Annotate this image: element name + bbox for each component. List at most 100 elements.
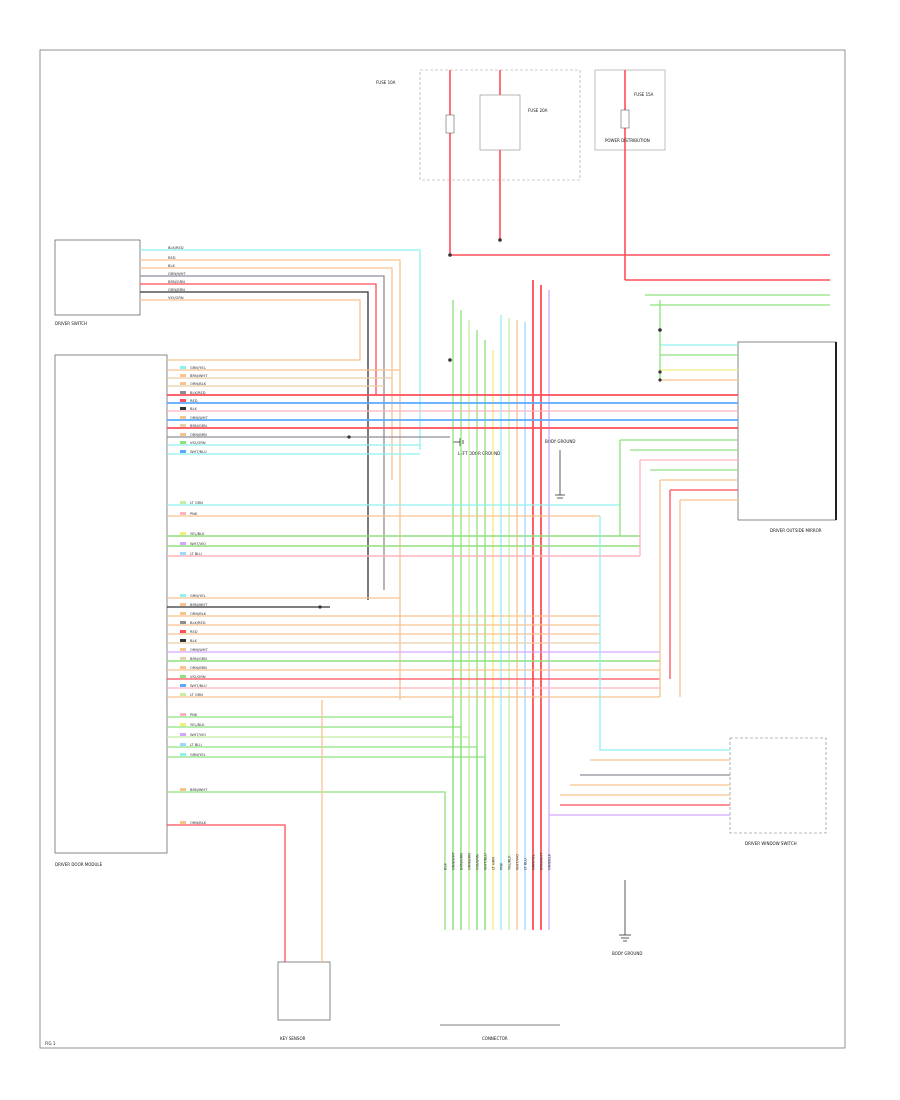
ground-left-symbol xyxy=(453,438,464,446)
ground-top-symbol xyxy=(555,450,565,499)
wire-tag: BRN/WHT xyxy=(190,788,208,792)
wire-tag: BLK xyxy=(444,863,448,870)
key-sensor: KEY SENSOR xyxy=(277,961,331,1041)
wire-tag: YEL/BLK xyxy=(508,855,512,870)
wire-color-swatch xyxy=(180,657,186,660)
wire-color-swatch xyxy=(180,621,186,624)
wire-tag: WHT/VIO xyxy=(190,733,206,737)
wire-color-swatch xyxy=(180,542,186,545)
wire-tag: BLK/RED xyxy=(190,621,206,625)
wire-tag: BRN/WHT xyxy=(190,603,208,607)
wire-color-swatch xyxy=(180,501,186,504)
fuse-far-right-caption: FUSE 15A xyxy=(634,92,654,97)
wire-color-swatch xyxy=(180,391,186,394)
fuse-far-right-symbol xyxy=(620,70,630,280)
wire-tag: WHT/BLU xyxy=(190,450,207,454)
wire-tag: GRN/YEL xyxy=(190,366,206,370)
ground-left-caption: LEFT DOOR GROUND xyxy=(458,451,500,456)
wire-color-swatch xyxy=(180,743,186,746)
wire-tag: WHT/VIO xyxy=(516,854,520,870)
driver-window-switch-box xyxy=(729,737,827,834)
driver-switch-caption: DRIVER SWITCH xyxy=(55,321,87,326)
wire-tag: LT GRN xyxy=(492,857,496,870)
wire-tag: RED xyxy=(190,399,198,403)
ground-top-caption: BODY GROUND xyxy=(545,439,575,444)
wire-tag: VIO/GRN xyxy=(190,675,206,679)
connector-bottom-caption: CONNECTOR xyxy=(482,1036,508,1041)
wire-tag: VIO/GRN xyxy=(476,854,480,870)
wire-tag: ORN/WHT xyxy=(190,648,208,652)
wire-color-swatch xyxy=(180,366,186,369)
wire-tag: LT BLU xyxy=(524,858,528,870)
driver-outside-mirror-box xyxy=(737,341,837,521)
wire-color-swatch xyxy=(180,788,186,791)
wire-tag: BRN/GRN xyxy=(190,424,207,428)
wire-color-swatch xyxy=(180,594,186,597)
wire-color-swatch xyxy=(180,821,186,824)
wire-tag: ORN/WHT xyxy=(452,852,456,870)
wire-color-swatch xyxy=(180,382,186,385)
driver-door-module: DRIVER DOOR MODULE xyxy=(54,354,168,867)
wire-color-swatch xyxy=(180,675,186,678)
ground-bottom-symbol xyxy=(619,880,631,942)
wire-tag: LT GRN xyxy=(190,501,203,505)
wire-color-swatch xyxy=(180,441,186,444)
figure-code: FIG 1 xyxy=(45,1041,56,1046)
wire-tag: ORN/BRN xyxy=(468,853,472,870)
wire-tag: BRN/GRN xyxy=(190,657,207,661)
wire-tag: ORN/BRN xyxy=(190,433,207,437)
wire-tag: WHT/BLU xyxy=(484,853,488,870)
wire-tag: BRN/GRN xyxy=(460,853,464,870)
wire-color-swatch xyxy=(180,603,186,606)
wire-color-swatch xyxy=(180,512,186,515)
wire-tag: ORN/BLK xyxy=(190,821,207,825)
wire-tag: ORN/WHT xyxy=(168,272,186,276)
relay-inner-box xyxy=(479,94,521,151)
wire-tag: WHT/BLU xyxy=(190,684,207,688)
wire-tag: PNK xyxy=(190,713,198,717)
wire-tag: PNK xyxy=(190,512,198,516)
wire-color-swatch xyxy=(180,666,186,669)
wire-color-swatch xyxy=(180,753,186,756)
wire-color-swatch xyxy=(180,450,186,453)
wire-tags: GRN/YEL BRN/WHT ORN/BLK BLK/RED RED BLK ORN/WH… xyxy=(168,246,552,870)
wire-color-swatch xyxy=(180,733,186,736)
wire-tag: VIO/GRN xyxy=(190,441,206,445)
driver-switch: DRIVER SWITCH xyxy=(54,239,141,326)
vertical-trunks xyxy=(452,280,550,930)
wire-tag: LT BLU xyxy=(190,552,202,556)
right-side-wires xyxy=(450,254,830,816)
driver-window-switch-caption: DRIVER WINDOW SWITCH xyxy=(745,841,797,846)
key-sensor-box xyxy=(277,961,331,1021)
fuse-area: FUSE 10A FUSE 20A FUSE 15A POWER DISTRIB… xyxy=(376,69,666,280)
wire-tag: ORN/BLK xyxy=(190,382,207,386)
wire-tag: BRN/WHT xyxy=(540,852,544,870)
driver-switch-box xyxy=(54,239,141,316)
junction-dots xyxy=(318,238,662,609)
wire-tag: BRN/GRN xyxy=(168,280,185,284)
fuse-right-caption: FUSE 20A xyxy=(528,108,548,113)
wire-tag: ORN/BLK xyxy=(548,853,552,870)
wire-tag: BLK/RED xyxy=(168,246,184,250)
driver-door-module-caption: DRIVER DOOR MODULE xyxy=(55,862,103,867)
wire-color-swatch xyxy=(180,630,186,633)
fuse-left-symbol xyxy=(445,70,455,255)
wire-tag: ORN/BLK xyxy=(190,612,207,616)
wire-color-swatch xyxy=(180,374,186,377)
wire-tag: GRN/YEL xyxy=(190,753,206,757)
wire-tag: VIO/GRN xyxy=(168,296,184,300)
wire-color-swatch xyxy=(180,399,186,402)
wire-tag: LT BLU xyxy=(190,743,202,747)
wire-tag: BLK xyxy=(190,639,197,643)
wire-color-swatch xyxy=(180,612,186,615)
driver-outside-mirror: DRIVER OUTSIDE MIRROR xyxy=(737,341,837,533)
key-sensor-caption: KEY SENSOR xyxy=(280,1036,306,1041)
wire-tag: ORN/BRN xyxy=(168,288,185,292)
wire-color-swatch xyxy=(180,693,186,696)
wire-tag: BLK xyxy=(168,264,175,268)
wire-tag: GRN/YEL xyxy=(532,854,536,870)
ground-bottom-caption: BODY GROUND xyxy=(612,951,642,956)
wire-tag: ORN/WHT xyxy=(190,416,208,420)
wire-tag: YEL/BLK xyxy=(190,723,205,727)
